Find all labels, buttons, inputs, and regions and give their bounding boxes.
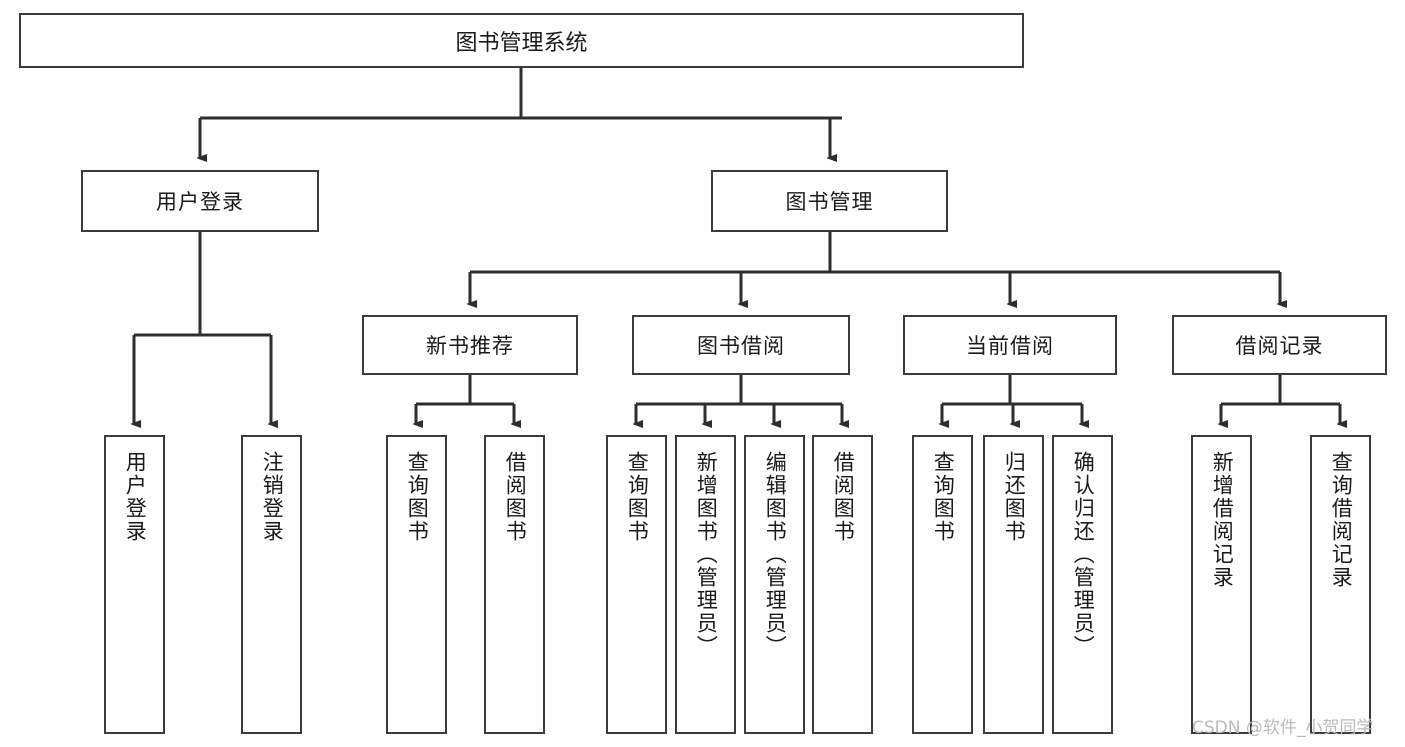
node-borrow-record[interactable]: 借阅记录 [1172, 315, 1387, 375]
leaf-label: 查询借阅记录 [1329, 451, 1354, 589]
leaf-node[interactable]: 注销登录 [241, 435, 302, 734]
leaf-node[interactable]: 查询图书 [606, 435, 667, 734]
node-borrow-record-label: 借阅记录 [1235, 334, 1324, 358]
node-book-borrow-label: 图书借阅 [697, 334, 785, 358]
node-current-borrow[interactable]: 当前借阅 [903, 315, 1117, 375]
leaf-label: 用户登录 [123, 451, 148, 543]
leaf-label: 查询图书 [931, 451, 956, 543]
leaf-node[interactable]: 新增借阅记录 [1191, 435, 1252, 734]
node-book-borrow[interactable]: 图书借阅 [632, 315, 850, 375]
leaf-node[interactable]: 用户登录 [104, 435, 165, 734]
leaf-node[interactable]: 借阅图书 [484, 435, 545, 734]
node-new-book-recommend-label: 新书推荐 [426, 334, 514, 358]
node-user-login-label: 用户登录 [156, 190, 244, 214]
leaf-node[interactable]: 归还图书 [983, 435, 1044, 734]
leaf-label: 编辑图书（管理员） [763, 451, 788, 658]
leaf-node[interactable]: 确认归还（管理员） [1052, 435, 1113, 734]
leaf-node[interactable]: 查询借阅记录 [1310, 435, 1371, 734]
leaf-node[interactable]: 查询图书 [386, 435, 447, 734]
node-current-borrow-label: 当前借阅 [966, 334, 1054, 358]
leaf-node[interactable]: 借阅图书 [812, 435, 873, 734]
node-root-label: 图书管理系统 [455, 30, 588, 56]
leaf-label: 借阅图书 [831, 451, 856, 543]
node-user-login[interactable]: 用户登录 [81, 170, 319, 232]
leaf-label: 查询图书 [405, 451, 430, 543]
leaf-label: 新增图书（管理员） [694, 451, 719, 658]
leaf-label: 新增借阅记录 [1210, 451, 1235, 589]
leaf-node[interactable]: 编辑图书（管理员） [744, 435, 805, 734]
node-new-book-recommend[interactable]: 新书推荐 [362, 315, 578, 375]
leaf-label: 归还图书 [1002, 451, 1027, 543]
node-root[interactable]: 图书管理系统 [19, 13, 1024, 68]
leaf-label: 查询图书 [625, 451, 650, 543]
leaf-label: 借阅图书 [503, 451, 528, 543]
leaf-label: 注销登录 [260, 451, 285, 543]
leaf-node[interactable]: 新增图书（管理员） [675, 435, 736, 734]
node-book-management[interactable]: 图书管理 [711, 170, 948, 232]
node-book-management-label: 图书管理 [785, 190, 874, 214]
leaf-label: 确认归还（管理员） [1071, 451, 1096, 658]
leaf-node[interactable]: 查询图书 [912, 435, 973, 734]
watermark: CSDN @软件_小贺同学 [1192, 718, 1374, 738]
